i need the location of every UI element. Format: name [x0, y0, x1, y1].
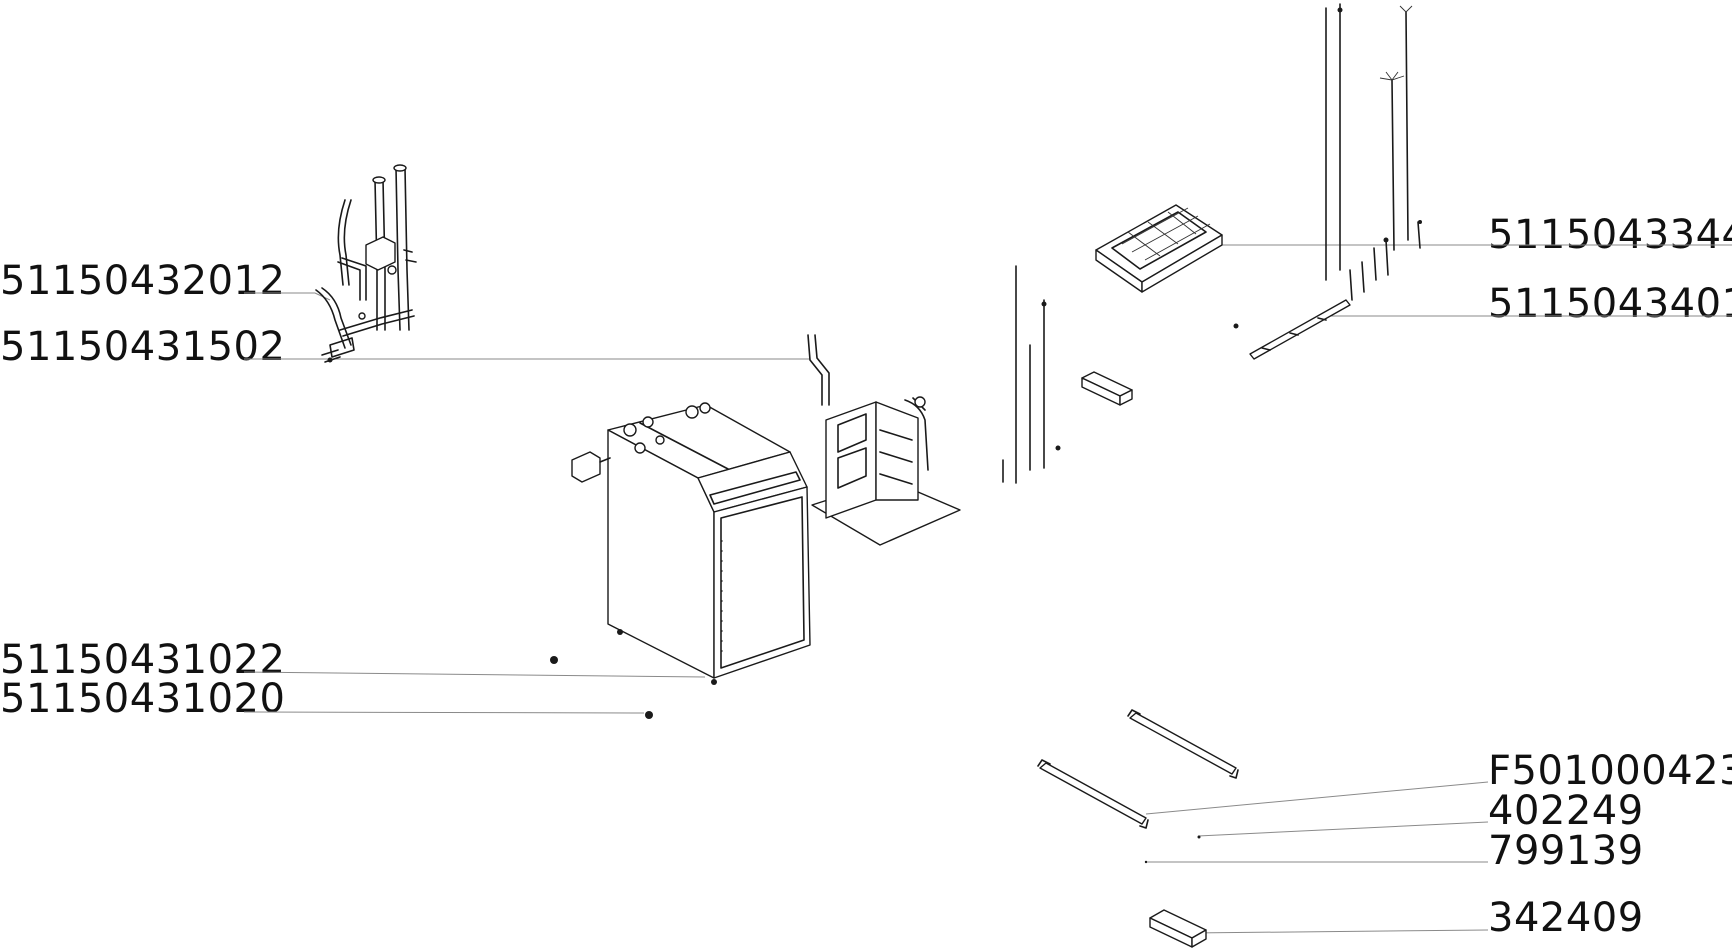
block-drawing[interactable] [1081, 371, 1133, 406]
leader-line [1197, 821, 1489, 837]
part-number-text: 342409 [1488, 895, 1644, 941]
part-number-text: 51150431022 [0, 637, 285, 683]
part-number-text: 51150431502 [0, 324, 285, 370]
part-number-text: 51150433442 [1488, 212, 1732, 258]
control-board-drawing[interactable] [1095, 204, 1223, 293]
wiring-harness-drawing[interactable] [1233, 3, 1423, 360]
part-label-51150431020[interactable]: 51150431020 [0, 676, 645, 722]
part-number-text: 799139 [1488, 828, 1644, 874]
part-label-402249[interactable]: 402249 [1197, 788, 1644, 837]
part-label-51150431022[interactable]: 51150431022 [0, 637, 706, 683]
part-number-text: 51150432012 [0, 258, 285, 304]
part-label-51150432012[interactable]: 51150432012 [0, 258, 331, 304]
rods-drawing[interactable] [1002, 265, 1061, 484]
part-label-799139[interactable]: 799139 [1146, 828, 1644, 874]
leader-line [243, 711, 645, 714]
part-number-text: 51150434012 [1488, 281, 1732, 327]
bracket-drawing[interactable] [1037, 709, 1239, 829]
part-label-51150434012[interactable]: 51150434012 [1322, 281, 1732, 327]
heatpump-module-drawing[interactable] [807, 334, 961, 546]
small-parts-drawing[interactable] [550, 656, 1201, 864]
part-number-text: F5010004235 [1488, 748, 1732, 794]
part-label-342409[interactable]: 342409 [1189, 895, 1644, 941]
leader-line [1189, 929, 1489, 934]
pipe-assembly-drawing[interactable] [315, 164, 417, 363]
part-label-51150431502[interactable]: 51150431502 [0, 324, 810, 370]
cabinet-drawing[interactable] [571, 402, 811, 685]
leader-line [1145, 781, 1489, 815]
part-number-text: 51150431020 [0, 676, 285, 722]
leader-line [243, 671, 706, 678]
part-label-F5010004235[interactable]: F5010004235 [1145, 748, 1732, 815]
part-label-51150433442[interactable]: 51150433442 [1218, 212, 1732, 258]
box-drawing[interactable] [1149, 909, 1207, 948]
part-number-text: 402249 [1488, 788, 1644, 834]
